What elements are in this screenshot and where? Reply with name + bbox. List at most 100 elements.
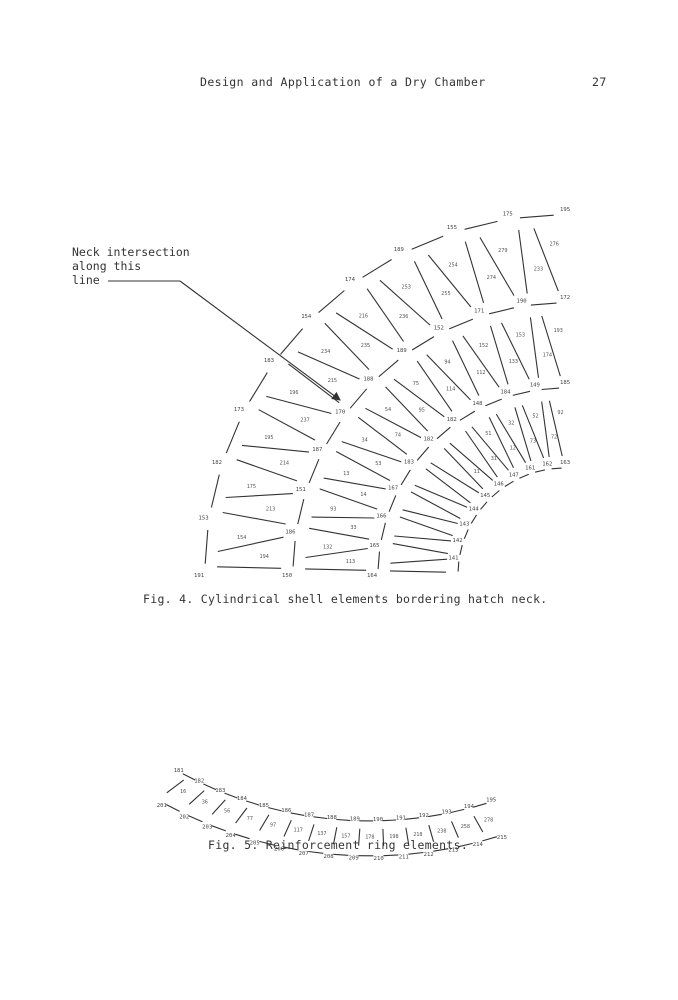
element-label: 213 (266, 507, 275, 513)
shell-diagonal-edge (311, 516, 375, 519)
ring-bottom-edge (283, 846, 299, 851)
ring-node-label: 192 (419, 813, 429, 819)
neck-callout-line-3: line (72, 273, 100, 287)
ring-top-edge (203, 783, 217, 791)
node-label: 143 (459, 522, 469, 528)
element-label: 51 (485, 431, 491, 437)
fig5-element-lines (165, 773, 498, 857)
shell-radial-edge (288, 363, 340, 404)
node-label: 150 (282, 573, 292, 579)
shell-radial-edge (324, 322, 370, 370)
ring-bottom-edge (211, 825, 226, 832)
shell-radial-edge (385, 386, 428, 432)
shell-ring-edge (480, 501, 488, 510)
ring-divider (450, 821, 459, 838)
ring-top-edge (313, 816, 328, 820)
element-label: 194 (260, 554, 269, 560)
shell-ring-edge (512, 390, 531, 396)
shell-diagonal-edge (430, 462, 480, 494)
shell-radial-edge (319, 488, 378, 510)
shell-diagonal-edge (305, 547, 368, 559)
shell-radial-edge (514, 407, 532, 462)
element-label: 154 (237, 535, 246, 541)
element-label: 54 (385, 407, 391, 413)
ring-node-label: 205 (250, 841, 260, 847)
ring-bottom-edge (165, 804, 180, 812)
shell-diagonal-edge (449, 442, 494, 481)
node-label: 188 (363, 376, 374, 382)
element-label: 75 (413, 381, 419, 387)
shell-ring-edge (411, 336, 435, 351)
shell-radial-edge (389, 570, 447, 573)
ring-element-label: 16 (180, 789, 186, 795)
ring-element-label: 97 (270, 823, 276, 829)
shell-ring-edge (400, 469, 411, 486)
ring-top-edge (246, 800, 260, 806)
page-number: 27 (592, 75, 607, 89)
element-label: 174 (543, 353, 552, 359)
shell-diagonal-edge (379, 279, 431, 326)
ring-element-label: 117 (294, 828, 303, 834)
shell-diagonal-edge (393, 378, 445, 418)
node-label: 151 (296, 487, 306, 493)
node-label: 146 (494, 482, 504, 488)
ring-node-label: 203 (202, 824, 212, 830)
shell-ring-edge (388, 495, 397, 512)
element-label: 74 (395, 432, 401, 438)
node-label: 142 (453, 538, 463, 544)
shell-diagonal-edge (426, 354, 471, 401)
shell-radial-edge (413, 261, 443, 320)
node-label: 189 (397, 348, 407, 354)
shell-ring-edge (210, 474, 220, 508)
ring-bottom-edge (188, 815, 203, 823)
ring-divider (428, 825, 435, 842)
shell-radial-edge (410, 491, 461, 519)
element-label: 153 (516, 333, 525, 339)
element-label: 132 (323, 544, 332, 550)
shell-ring-edge (380, 522, 386, 541)
ring-top-edge (428, 813, 442, 818)
shell-radial-edge (465, 430, 498, 478)
shell-ring-edge (459, 544, 463, 556)
node-label: 153 (199, 516, 209, 522)
shell-ring-edge (448, 318, 474, 330)
ring-element-label: 157 (341, 834, 350, 840)
shell-ring-edge (519, 473, 530, 479)
ring-divider (211, 799, 226, 815)
ring-node-label: 191 (396, 816, 406, 822)
node-label: 191 (194, 573, 204, 579)
shell-diagonal-edge (495, 413, 527, 463)
node-label: 152 (434, 325, 444, 331)
shell-diagonal-edge (533, 228, 559, 292)
ring-node-label: 210 (374, 856, 384, 862)
node-label: 186 (285, 530, 295, 536)
ring-bottom-edge (433, 848, 449, 852)
element-label: 34 (362, 437, 368, 443)
shell-diagonal-edge (541, 315, 561, 377)
ring-divider (166, 779, 185, 794)
element-label: 95 (419, 408, 425, 414)
element-label: 236 (399, 314, 408, 320)
ring-element-label: 198 (389, 834, 398, 840)
ring-node-label: 195 (486, 798, 496, 804)
ring-element-label: 77 (247, 816, 253, 822)
shell-ring-edge (464, 220, 498, 230)
node-label: 163 (560, 460, 570, 466)
shell-ring-edge (225, 421, 240, 454)
element-label: 72 (551, 435, 557, 441)
shell-ring-edge (378, 359, 399, 378)
element-label: 193 (554, 328, 563, 334)
element-label: 152 (479, 343, 488, 349)
element-label: 234 (321, 349, 330, 355)
element-label: 214 (280, 461, 289, 467)
ring-node-label: 193 (442, 809, 452, 815)
node-label: 145 (480, 493, 490, 499)
shell-radial-edge (335, 451, 391, 481)
shell-radial-edge (236, 459, 298, 482)
element-label: 73 (530, 439, 536, 445)
fig5-node-labels: 1812011822021832031842041852051862061872… (157, 768, 507, 862)
shell-ring-edge (488, 307, 515, 315)
shell-diagonal-edge (241, 444, 310, 453)
shell-radial-edge (416, 360, 453, 412)
node-label: 190 (517, 298, 527, 304)
